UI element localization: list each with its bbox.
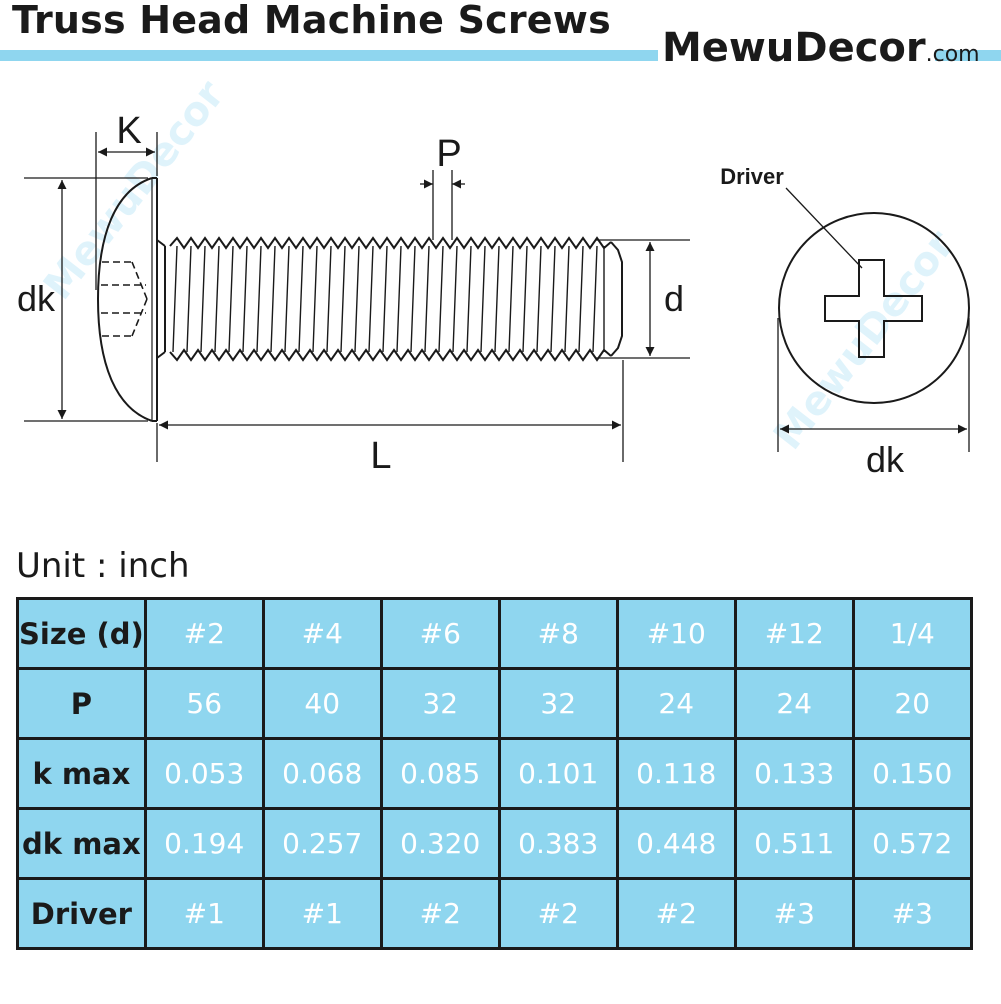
unit-label: Unit : inch bbox=[16, 546, 190, 586]
row-header-k-max: k max bbox=[16, 737, 147, 810]
table-cell: 0.101 bbox=[497, 737, 619, 810]
table-cell: 0.150 bbox=[851, 737, 973, 810]
table-cell: #2 bbox=[379, 877, 501, 950]
thread-bottom bbox=[169, 348, 612, 362]
screw-top-view bbox=[778, 212, 970, 404]
table-cell: #2 bbox=[143, 597, 265, 670]
title-underline-bar-right bbox=[935, 50, 1001, 61]
table-cell: #2 bbox=[615, 877, 737, 950]
table-cell: 0.511 bbox=[733, 807, 855, 880]
table-cell: 0.053 bbox=[143, 737, 265, 810]
table-cell: #3 bbox=[733, 877, 855, 950]
table-cell: 32 bbox=[379, 667, 501, 740]
table-cell: 0.572 bbox=[851, 807, 973, 880]
table-cell: #1 bbox=[261, 877, 383, 950]
screw-diagram: K P dk d L Driver dk bbox=[17, 110, 970, 480]
spec-table: Size (d) #2 #4 #6 #8 #10 #12 1/4 P 56 40… bbox=[16, 597, 973, 950]
table-cell: 56 bbox=[143, 667, 265, 740]
table-row: Driver #1 #1 #2 #2 #2 #3 #3 bbox=[16, 877, 973, 950]
row-header-driver: Driver bbox=[16, 877, 147, 950]
table-cell: 32 bbox=[497, 667, 619, 740]
table-cell: 0.448 bbox=[615, 807, 737, 880]
dk-top-label: dk bbox=[866, 439, 905, 480]
table-cell: #8 bbox=[497, 597, 619, 670]
table-cell: 0.320 bbox=[379, 807, 501, 880]
table-row: dk max 0.194 0.257 0.320 0.383 0.448 0.5… bbox=[16, 807, 973, 880]
table-cell: 0.133 bbox=[733, 737, 855, 810]
thread-top bbox=[169, 236, 612, 250]
p-label: P bbox=[436, 133, 461, 175]
brand-logo: MewuDecor.com bbox=[662, 25, 980, 71]
phillips-recess bbox=[824, 259, 923, 358]
driver-leader-line bbox=[785, 187, 863, 269]
table-cell: #6 bbox=[379, 597, 501, 670]
row-header-pitch: P bbox=[16, 667, 147, 740]
title-underline-bar bbox=[0, 50, 658, 61]
table-cell: #12 bbox=[733, 597, 855, 670]
brand-name: MewuDecor bbox=[662, 25, 926, 71]
table-cell: 0.085 bbox=[379, 737, 501, 810]
table-row: k max 0.053 0.068 0.085 0.101 0.118 0.13… bbox=[16, 737, 973, 810]
row-header-size: Size (d) bbox=[16, 597, 147, 670]
table-cell: 0.194 bbox=[143, 807, 265, 880]
table-cell: 1/4 bbox=[851, 597, 973, 670]
table-cell: 0.118 bbox=[615, 737, 737, 810]
table-cell: 20 bbox=[851, 667, 973, 740]
table-cell: #2 bbox=[497, 877, 619, 950]
screw-head bbox=[96, 177, 153, 422]
table-cell: 40 bbox=[261, 667, 383, 740]
dk-label: dk bbox=[17, 278, 56, 319]
table-row: Size (d) #2 #4 #6 #8 #10 #12 1/4 bbox=[16, 597, 973, 670]
table-cell: 0.068 bbox=[261, 737, 383, 810]
table-cell: #1 bbox=[143, 877, 265, 950]
table-cell: #10 bbox=[615, 597, 737, 670]
table-cell: #3 bbox=[851, 877, 973, 950]
table-cell: 24 bbox=[733, 667, 855, 740]
brand-suffix: .com bbox=[925, 42, 980, 67]
table-cell: 0.257 bbox=[261, 807, 383, 880]
table-cell: #4 bbox=[261, 597, 383, 670]
table-cell: 0.383 bbox=[497, 807, 619, 880]
driver-label: Driver bbox=[720, 164, 784, 189]
l-label: L bbox=[370, 435, 391, 477]
row-header-dk-max: dk max bbox=[16, 807, 147, 880]
k-label: K bbox=[116, 110, 141, 152]
table-row: P 56 40 32 32 24 24 20 bbox=[16, 667, 973, 740]
page-title: Truss Head Machine Screws bbox=[12, 0, 611, 42]
table-cell: 24 bbox=[615, 667, 737, 740]
d-label: d bbox=[664, 278, 684, 319]
